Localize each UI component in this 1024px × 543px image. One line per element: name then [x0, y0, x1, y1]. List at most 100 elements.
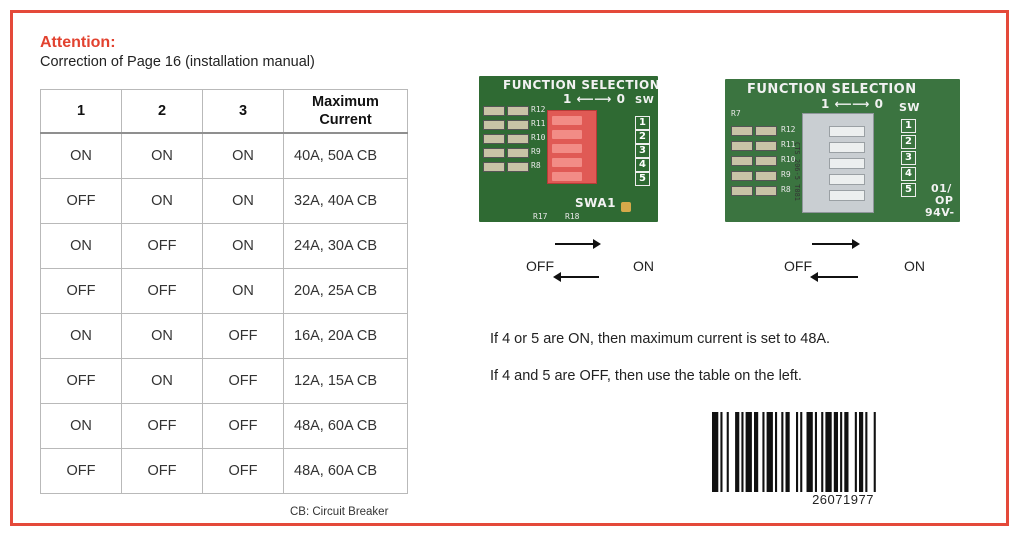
label-r17: R17: [533, 212, 548, 221]
barcode-bar: [806, 412, 813, 492]
resistor-component: [755, 126, 777, 136]
switch-2-cell: ON: [121, 313, 203, 359]
on-label-right: ON: [904, 258, 925, 274]
switch-number-label: 3: [635, 144, 650, 158]
header-switch-1: 1: [40, 89, 122, 134]
dip-switch-red: [547, 110, 597, 184]
scale-label: 1 ⟵⟶ 0: [563, 92, 626, 106]
sw-label: SW: [899, 101, 921, 114]
barcode-bar: [854, 412, 857, 492]
resistor-label: R9: [531, 147, 541, 156]
switch-number-label: 5: [901, 183, 916, 197]
resistor-component: [483, 162, 505, 172]
switch-1-cell: OFF: [40, 178, 122, 224]
switch-2-cell: OFF: [121, 403, 203, 449]
resistor-label: R8: [781, 185, 791, 194]
capacitor-component: [621, 202, 631, 212]
resistor-component: [731, 156, 753, 166]
switch-3-cell: OFF: [202, 448, 284, 494]
resistor-label: R11: [531, 119, 546, 128]
switch-3-cell: OFF: [202, 358, 284, 404]
barcode-bar: [825, 412, 832, 492]
switch-1-cell: OFF: [40, 358, 122, 404]
correction-subtitle: Correction of Page 16 (installation manu…: [40, 54, 315, 70]
label-r18: R18: [565, 212, 580, 221]
barcode-bar: [735, 412, 740, 492]
resistor-label: R10: [781, 155, 796, 164]
resistor-label: R10: [531, 133, 546, 142]
barcode-bar: [821, 412, 824, 492]
barcode-bar: [814, 412, 817, 492]
resistor-component: [507, 134, 529, 144]
barcode-bar: [766, 412, 773, 492]
chip-label-swa1: SWA1: [575, 196, 616, 210]
switch-number-label: 2: [635, 130, 650, 144]
barcode-bar: [781, 412, 784, 492]
barcode-image: [712, 412, 876, 492]
resistor-label: R8: [531, 161, 541, 170]
barcode-bar: [844, 412, 849, 492]
resistor-component: [755, 186, 777, 196]
off-label-right: OFF: [784, 258, 812, 274]
switch-1-cell: ON: [40, 313, 122, 359]
barcode-bar: [726, 412, 729, 492]
barcode-bar: [712, 412, 719, 492]
switch-number-label: 5: [635, 172, 650, 186]
resistor-component: [755, 156, 777, 166]
switch-number-label: 2: [901, 135, 916, 149]
max-current-cell: 48A, 60A CB: [283, 403, 408, 449]
switch-2-cell: ON: [121, 358, 203, 404]
barcode-bar: [754, 412, 759, 492]
max-current-cell: 12A, 15A CB: [283, 358, 408, 404]
switch-3-cell: ON: [202, 178, 284, 224]
switch-2-cell: OFF: [121, 268, 203, 314]
arrow-left-icon: [810, 272, 858, 282]
resistor-component: [507, 148, 529, 158]
function-selection-header: FUNCTION SELECTION: [503, 78, 658, 92]
attention-heading: Attention:: [40, 34, 116, 51]
resistor-component: [483, 106, 505, 116]
footnote: CB: Circuit Breaker: [290, 506, 389, 518]
barcode-bar: [859, 412, 864, 492]
dip-switch-white: CTS 206-5 T081: [793, 113, 874, 213]
switch-2-cell: OFF: [121, 223, 203, 269]
switch-3-cell: OFF: [202, 313, 284, 359]
note-line-1: If 4 or 5 are ON, then maximum current i…: [490, 331, 831, 347]
barcode-bar: [796, 412, 799, 492]
max-current-cell: 48A, 60A CB: [283, 448, 408, 494]
chip-label-cts: CTS 206-5 T081: [793, 142, 801, 202]
max-current-cell: 20A, 25A CB: [283, 268, 408, 314]
switch-1-cell: ON: [40, 223, 122, 269]
barcode-bar: [873, 412, 876, 492]
barcode-bar: [840, 412, 843, 492]
header-switch-2: 2: [121, 89, 203, 134]
max-current-cell: 16A, 20A CB: [283, 313, 408, 359]
header-maximum-current-text: Maximum Current: [312, 94, 379, 128]
resistor-label: R12: [781, 125, 796, 134]
resistor-component: [483, 120, 505, 130]
switch-3-cell: ON: [202, 223, 284, 269]
switch-1-cell: OFF: [40, 448, 122, 494]
barcode-bar: [720, 412, 723, 492]
switch-number-label: 3: [901, 151, 916, 165]
switch-number-label: 4: [901, 167, 916, 181]
switch-3-cell: OFF: [202, 403, 284, 449]
arrow-right-icon: [812, 239, 860, 249]
function-selection-header: FUNCTION SELECTION: [747, 82, 917, 97]
resistor-component: [483, 134, 505, 144]
barcode-bar: [762, 412, 765, 492]
switch-number-label: 1: [901, 119, 916, 133]
sw-label: SW: [635, 95, 655, 106]
resistor-component: [731, 141, 753, 151]
note-line-2: If 4 and 5 are OFF, then use the table o…: [490, 368, 802, 384]
off-label-left: OFF: [526, 258, 554, 274]
resistor-component: [731, 126, 753, 136]
header-switch-3: 3: [202, 89, 284, 134]
